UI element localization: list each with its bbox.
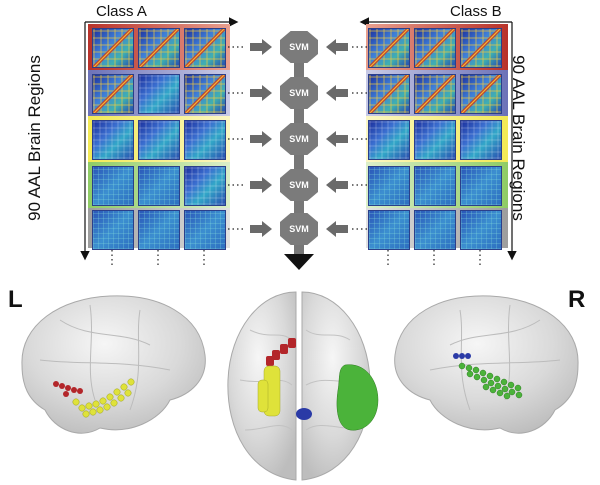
class-a-matrix bbox=[138, 210, 180, 250]
class-a-label: Class A bbox=[96, 3, 147, 20]
class-b-matrix bbox=[414, 210, 456, 250]
class-a-matrix bbox=[184, 166, 226, 206]
class-a-matrix bbox=[138, 74, 180, 114]
center-shaft bbox=[294, 236, 304, 254]
class-a-matrix bbox=[92, 166, 134, 206]
class-a-matrix bbox=[92, 74, 134, 114]
left-hemisphere-label: L bbox=[8, 286, 23, 313]
class-b-matrix bbox=[368, 120, 410, 160]
svm-node-4: SVM bbox=[280, 169, 318, 201]
class-b-matrix bbox=[460, 210, 502, 250]
left-lateral-brain bbox=[21, 295, 206, 434]
class-b-label: Class B bbox=[450, 3, 502, 20]
svm-node-3: SVM bbox=[280, 123, 318, 155]
class-b-matrix bbox=[414, 166, 456, 206]
class-a-matrix bbox=[184, 120, 226, 160]
class-a-matrix bbox=[92, 210, 134, 250]
class-b-matrix bbox=[368, 210, 410, 250]
class-b-matrix bbox=[414, 74, 456, 114]
class-a-matrix bbox=[184, 74, 226, 114]
svm-node-2: SVM bbox=[280, 77, 318, 109]
right-hemisphere-label: R bbox=[568, 286, 586, 313]
class-a-matrix bbox=[138, 28, 180, 68]
svm-node-5: SVM bbox=[280, 213, 318, 245]
center-arrow-head bbox=[284, 254, 314, 270]
axial-brain bbox=[227, 291, 379, 481]
class-b-matrix bbox=[414, 120, 456, 160]
class-a-matrix bbox=[92, 28, 134, 68]
svm-node-1: SVM bbox=[280, 31, 318, 63]
class-b-matrix bbox=[460, 166, 502, 206]
class-b-matrix bbox=[368, 166, 410, 206]
axis-arrows bbox=[80, 17, 517, 270]
class-b-matrix bbox=[460, 74, 502, 114]
class-a-matrix bbox=[92, 120, 134, 160]
class-a-matrix bbox=[138, 166, 180, 206]
class-a-matrix bbox=[184, 28, 226, 68]
class-b-matrix bbox=[414, 28, 456, 68]
class-b-matrix bbox=[368, 28, 410, 68]
class-a-matrix bbox=[138, 120, 180, 160]
brain-renderings bbox=[21, 291, 579, 481]
class-b-matrix bbox=[368, 74, 410, 114]
right-lateral-brain bbox=[394, 295, 579, 434]
class-a-matrix bbox=[184, 210, 226, 250]
class-b-matrix bbox=[460, 28, 502, 68]
class-b-matrix bbox=[460, 120, 502, 160]
